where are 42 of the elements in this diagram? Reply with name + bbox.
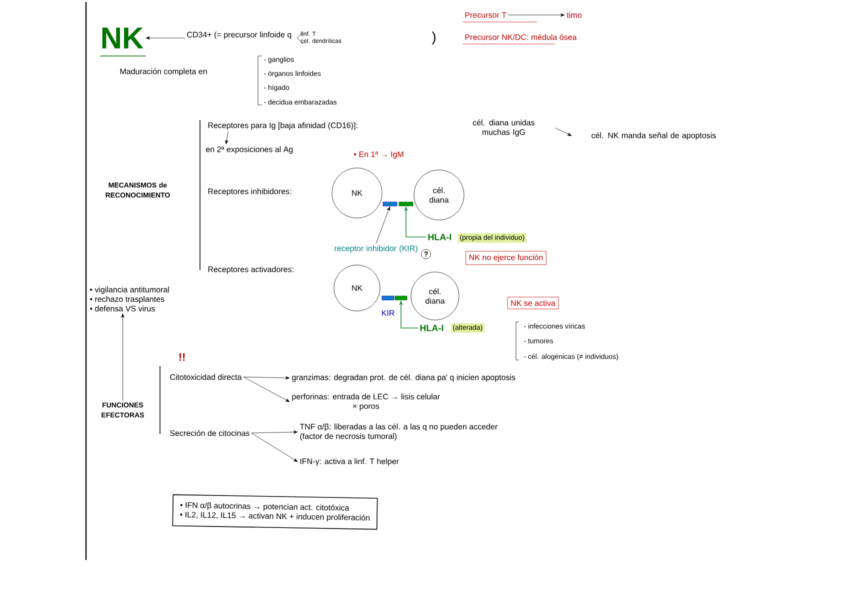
note-text: Citotoxicidad directa [170, 374, 242, 380]
arrow [243, 376, 290, 380]
arrow [225, 131, 228, 144]
arrow [121, 314, 124, 402]
arrow [243, 376, 290, 402]
receptor-bar [398, 202, 414, 206]
note-text: HLA-I [428, 234, 452, 240]
receptor-bar [382, 296, 394, 300]
heading-text: Precursor NK/DC: médula ósea [465, 34, 577, 40]
bracket-text: ) [432, 31, 436, 45]
warning-mark: !! [179, 353, 185, 361]
note-text: • En 1ª → IgM [354, 151, 404, 159]
note-text: Receptores inhibidores: [208, 188, 291, 196]
arrow [146, 36, 186, 40]
note-text: Receptores para Ig [baja afinidad (CD16)]: [208, 122, 358, 130]
note-text: granzimas: degradan prot. de cél. diana pa' q inicien apoptosis [292, 374, 516, 382]
note-text: Receptores activadores: [208, 266, 294, 274]
arrow [508, 13, 565, 17]
arrow [376, 206, 390, 244]
note-text: receptor inhibidor (KIR) [334, 245, 418, 253]
receptor-bar [394, 296, 408, 300]
note-text: Secreción de citocinas [170, 430, 250, 436]
result-box: NK no ejerce función [466, 251, 546, 265]
note-text: IFN-γ: activa a linf. T helper [300, 458, 399, 466]
arrow [555, 128, 572, 136]
note-text: HLA-I [420, 324, 444, 332]
result-box: NK se activa [507, 296, 559, 310]
note-text: cél. NK manda señal de apoptosis [592, 132, 716, 140]
note-text: TNF α/β: liberadas a las cél. a las q no pueden acceder (factor de necrosis tumoral) [300, 423, 498, 441]
note-text: timo [566, 12, 582, 18]
heading-text: Precursor T [465, 12, 506, 18]
note-text: cél. diana unidas muchas IgG [472, 119, 535, 137]
title-text: NK [102, 28, 144, 48]
receptor-bar [382, 202, 398, 206]
receptor-label: KIR [382, 310, 394, 316]
arrow [251, 432, 298, 462]
bullet-list: • vigilancia antitumoral • rechazo trasplantes • defensa VS virus [90, 286, 169, 312]
note-text: perforinas: entrada de LEC → lisis celular × poros [292, 394, 440, 410]
note-box: • IFN α/β autocrinas → potencian act. citotóxica • IL2, IL12, IL15 → activan NK + inducen proliferación [172, 494, 378, 530]
note-text: en 2ª exposiciones al Ag [206, 146, 293, 154]
arrow [251, 430, 298, 434]
note-text: Maduración completa en [120, 68, 207, 76]
